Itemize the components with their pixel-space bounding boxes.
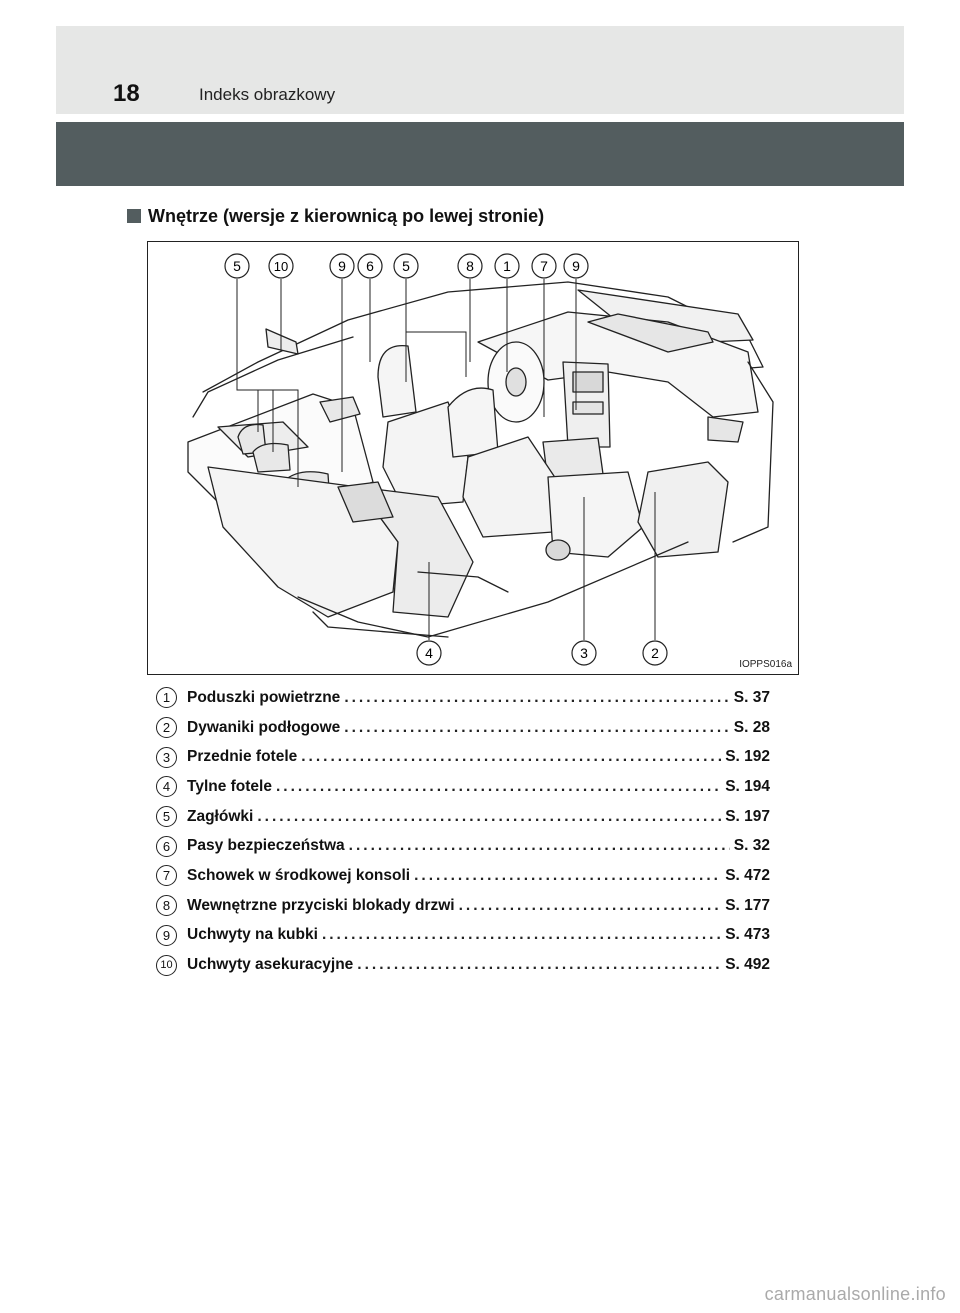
image-code: IOPPS016a [739,659,792,670]
number-badge: 3 [156,746,177,768]
dot-leader: ........................................… [348,837,730,855]
page-ref: S. 192 [725,748,770,766]
page-ref: S. 37 [733,688,770,706]
callout-4: 4 [425,645,433,661]
car-interior-drawing: 5 10 9 6 5 8 1 7 9 4 3 2 [187,253,774,666]
dot-leader: ........................................… [257,807,721,825]
callout-3: 3 [580,645,588,661]
number-badge: 1 [156,687,177,709]
subheading: Wnętrze (wersje z kierownicą po lewej st… [127,205,544,227]
watermark: carmanualsonline.info [764,1284,946,1304]
dot-leader: ........................................… [344,718,730,736]
callout-5b: 5 [402,258,410,274]
callout-8: 8 [466,258,474,274]
square-bullet-icon [127,209,141,223]
callout-7: 7 [540,258,548,274]
section-title: Indeks obrazkowy [199,85,336,104]
dot-leader: ........................................… [458,896,722,914]
callout-9b: 9 [572,258,580,274]
page-ref: S. 473 [725,926,770,944]
page-ref: S. 197 [725,807,770,825]
page-number: 18 [113,80,140,107]
dark-band [56,122,904,186]
subheading-text: Wnętrze (wersje z kierownicą po lewej st… [148,205,545,226]
dot-leader: ........................................… [321,926,722,944]
callout-9a: 9 [338,258,346,274]
number-badge: 8 [156,895,177,917]
dot-leader: ........................................… [275,777,722,795]
number-badge: 9 [156,924,177,946]
callout-2: 2 [651,645,659,661]
page-ref: S. 472 [725,866,770,884]
dot-leader: ........................................… [344,688,729,706]
page-ref: S. 177 [725,896,770,914]
callout-6: 6 [366,258,374,274]
callout-10: 10 [274,259,288,274]
number-badge: 7 [156,865,177,887]
number-badge: 4 [156,776,177,798]
page-ref: S. 194 [725,777,770,795]
page-ref: S. 492 [725,956,770,974]
header-band [56,26,904,114]
page-ref: S. 32 [733,837,770,855]
top-callouts: 5 10 9 6 5 8 1 7 9 [224,253,589,279]
callout-1: 1 [503,258,511,274]
number-badge: 2 [156,717,177,739]
page-ref: S. 28 [733,718,770,736]
dot-leader: ........................................… [357,956,722,974]
interior-illustration: 5 10 9 6 5 8 1 7 9 4 3 2 IOPPS016a [147,241,799,675]
number-badge: 10 [156,954,177,976]
bottom-callouts: 4 3 2 [416,640,668,666]
dot-leader: ........................................… [301,748,721,766]
callout-5a: 5 [233,258,241,274]
number-badge: 5 [156,806,177,828]
dot-leader: ........................................… [414,866,721,884]
number-badge: 6 [156,835,177,857]
